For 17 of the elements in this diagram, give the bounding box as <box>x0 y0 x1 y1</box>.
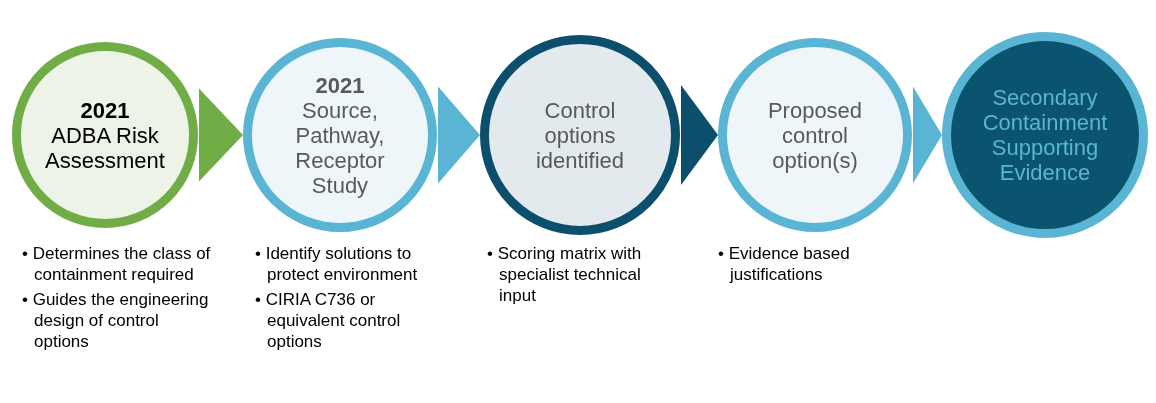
bullet-text: • Scoring matrix with specialist technical input <box>487 243 643 306</box>
year-label: 2021 <box>80 97 130 123</box>
step-title: ADBA Risk Assessment <box>44 122 166 173</box>
arrow <box>199 88 243 182</box>
arrow <box>913 86 942 184</box>
step-title: Secondary Containment Supporting Evidence <box>981 85 1109 185</box>
bullet-text: • Identify solutions to protect environment <box>255 243 419 285</box>
year-label: 2021 <box>315 72 365 98</box>
step-title: Control options identified <box>534 97 626 173</box>
bullet-text: • Determines the class of containment required <box>22 243 212 285</box>
step-title: Source, Pathway, Receptor Study <box>294 97 386 198</box>
bullet-text: • CIRIA C736 or equivalent control options <box>255 289 402 352</box>
step-title: Proposed control option(s) <box>766 97 864 173</box>
arrow <box>438 86 480 184</box>
bullet-text: • Guides the engineering design of control options <box>22 289 210 352</box>
bullet-text: • Evidence based justifications <box>718 243 851 285</box>
arrow <box>681 85 718 185</box>
